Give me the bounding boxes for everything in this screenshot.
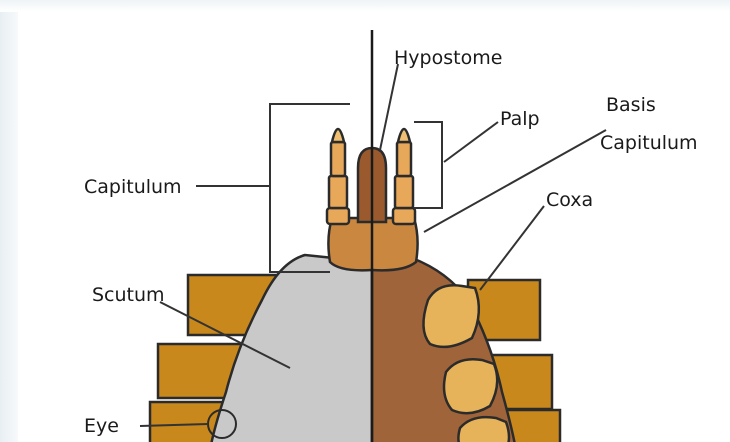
label-eye: Eye xyxy=(84,415,119,437)
leader-coxa xyxy=(480,206,544,290)
label-coxa: Coxa xyxy=(546,189,593,211)
leader-hypostome xyxy=(380,64,398,150)
leader-basis-capitulum xyxy=(424,130,606,232)
palp-bracket xyxy=(414,122,442,208)
label-basis-line2: Capitulum xyxy=(600,132,698,154)
label-basis-line1: Basis xyxy=(606,94,656,116)
coxa-1 xyxy=(423,285,478,347)
palp-left xyxy=(327,129,349,224)
label-hypostome: Hypostome xyxy=(394,47,502,69)
label-capitulum: Capitulum xyxy=(84,176,182,198)
palp-right xyxy=(393,129,415,224)
coxa-2 xyxy=(444,359,497,413)
label-palp: Palp xyxy=(500,108,540,130)
label-scutum: Scutum xyxy=(92,284,165,306)
leader-palp xyxy=(444,122,498,162)
